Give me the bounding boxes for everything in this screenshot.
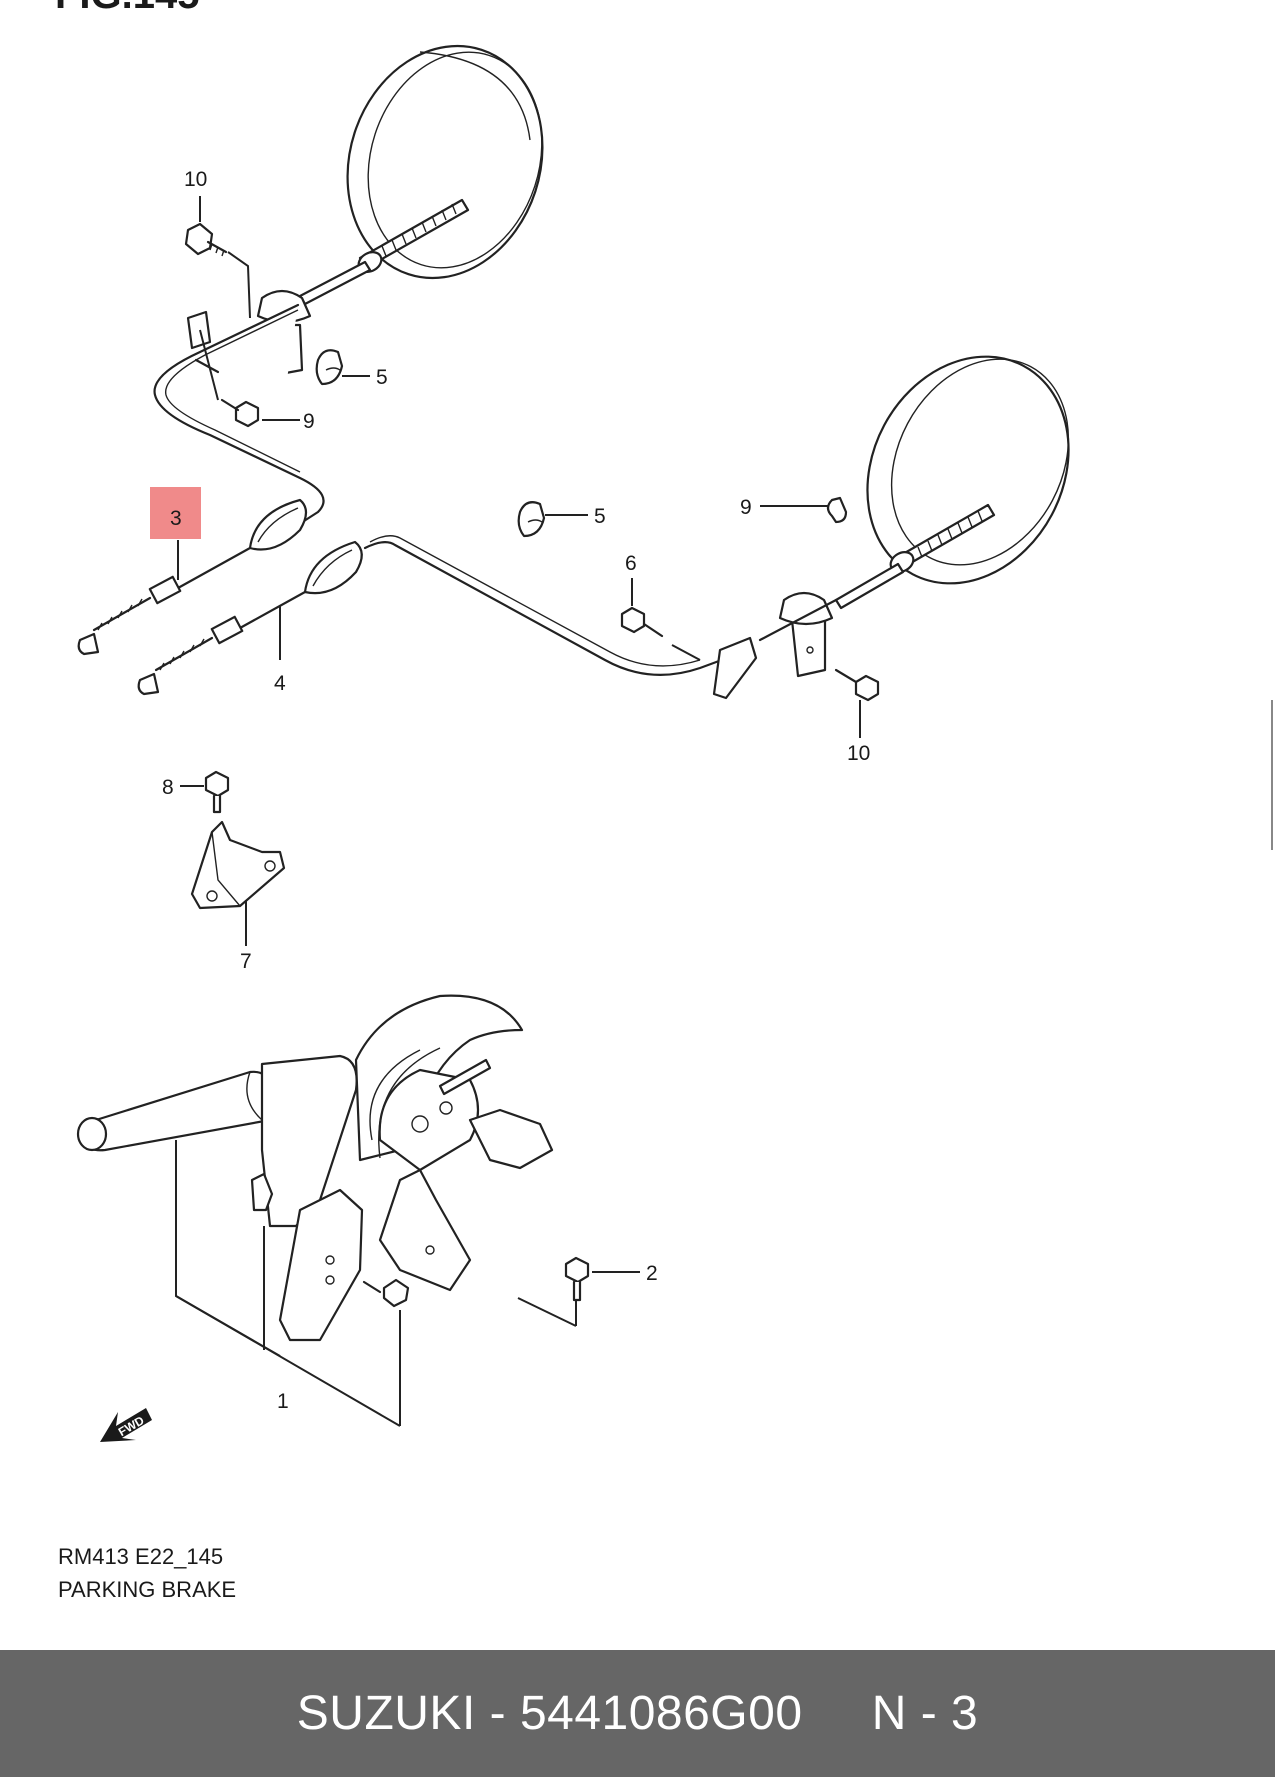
footer-bar: SUZUKI - 5441086G00 N - 3 xyxy=(0,1650,1275,1777)
clip-5-upper xyxy=(315,349,344,386)
bracket-7 xyxy=(190,820,286,910)
bolt-9-upper xyxy=(220,398,260,428)
bolt-2 xyxy=(564,1256,590,1302)
callout-9-middle: 6 xyxy=(625,552,637,575)
clip-5-middle xyxy=(517,501,546,538)
callout-5-middle: 5 xyxy=(594,505,606,528)
cable-4-boot xyxy=(303,540,363,595)
callout-6: 9 xyxy=(740,496,752,519)
cable-bracket-right xyxy=(712,591,834,700)
bolt-10-right xyxy=(834,668,880,702)
callout-10-right: 10 xyxy=(847,742,870,765)
cable-3-boot xyxy=(248,498,308,551)
parking-brake-lever-assembly xyxy=(76,994,554,1342)
diagram-title: PARKING BRAKE xyxy=(58,1577,237,1602)
brake-drum-right xyxy=(866,355,1070,585)
parts-diagram: FIG.145 xyxy=(55,0,1070,1442)
cable-4-run xyxy=(363,541,740,676)
diagram-code: RM413 E22_145 xyxy=(58,1544,224,1569)
highlight-callout-3 xyxy=(150,487,201,539)
bolt-9-middle xyxy=(620,606,664,638)
callout-8: 8 xyxy=(162,776,174,799)
cable-3-run xyxy=(153,303,325,550)
fig-label: FIG.145 xyxy=(55,0,200,17)
callout-2: 2 xyxy=(646,1262,658,1285)
callout-10-upper: 10 xyxy=(184,168,207,191)
fwd-arrow-icon: FWD xyxy=(100,1408,152,1442)
callout-9-upper: 9 xyxy=(303,410,315,433)
page-edge-marker xyxy=(1271,700,1275,850)
callout-3: 3 xyxy=(170,507,182,530)
cable-4-end xyxy=(137,590,307,696)
callout-1: 1 xyxy=(277,1390,289,1413)
clip-6 xyxy=(826,496,848,524)
cable-clamp-upper xyxy=(186,310,220,374)
callout-4: 4 xyxy=(274,672,286,695)
cable-3-end xyxy=(77,546,252,656)
cable-end-thread-right xyxy=(834,503,996,610)
footer-part-number: SUZUKI - 5441086G00 N - 3 xyxy=(296,1687,979,1740)
bolt-10-upper xyxy=(184,222,228,257)
brake-drum-left xyxy=(346,44,544,280)
callout-7: 7 xyxy=(240,950,252,973)
bolt-8 xyxy=(204,770,230,814)
callout-5-upper: 5 xyxy=(376,366,388,389)
